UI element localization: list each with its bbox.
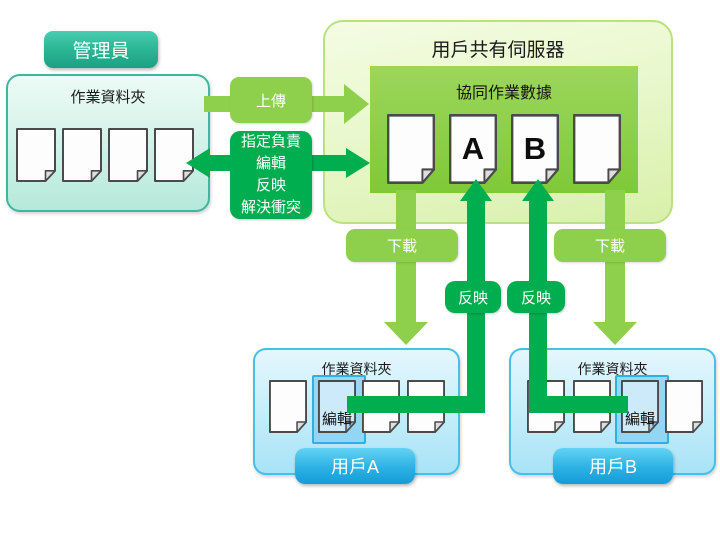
document-icon (387, 114, 435, 184)
document-icon (62, 128, 102, 182)
user-a-badge: 用戶A (295, 448, 415, 484)
assign-line-3: 反映 (255, 177, 286, 194)
doc-b-letter: B (523, 131, 547, 166)
assign-line-1: 指定負責 (240, 133, 301, 150)
admin-badge: 管理員 (44, 31, 158, 68)
download-label-right: 下載 (554, 229, 666, 262)
document-icon (108, 128, 148, 182)
download-arrow-right-head (593, 322, 637, 345)
user-b-badge: 用戶B (553, 448, 673, 484)
document-icon (16, 128, 56, 182)
assign-arrow-head-left (186, 148, 210, 178)
assign-line-4: 解決衝突 (240, 199, 301, 216)
admin-folder-box: 作業資料夾 (6, 74, 210, 212)
upload-arrow-head (344, 84, 369, 124)
edit-label-b: 編輯 (624, 410, 655, 428)
edit-label-a: 編輯 (321, 410, 352, 428)
server-title: 用戶共有伺服器 (431, 40, 565, 61)
doc-a-letter: A (461, 131, 485, 166)
user-b-folder-title: 作業資料夾 (577, 361, 648, 377)
admin-folder-title: 作業資料夾 (70, 89, 146, 106)
document-icon (573, 114, 621, 184)
download-arrow-left-head (384, 322, 428, 345)
assign-label: 指定負責 編輯 反映 解決衝突 (230, 131, 312, 219)
download-label-left: 下載 (346, 229, 458, 262)
reflect-arrow-a-head (460, 179, 492, 201)
assign-arrow-head-right (346, 148, 370, 178)
document-icon (665, 380, 703, 433)
reflect-label-a: 反映 (445, 281, 501, 313)
document-icon-editing (621, 380, 659, 433)
server-box: 用戶共有伺服器 協同作業數據 A B (323, 20, 673, 224)
document-icon-editing (318, 380, 356, 433)
user-a-folder-title: 作業資料夾 (321, 361, 392, 377)
admin-badge-label: 管理員 (72, 41, 130, 62)
reflect-arrow-b-horizontal (529, 396, 628, 413)
reflect-arrow-a-horizontal (347, 396, 485, 413)
document-icon (269, 380, 307, 433)
shared-data-box: 協同作業數據 A B (370, 66, 638, 193)
upload-label: 上傳 (230, 77, 312, 123)
reflect-label-b: 反映 (507, 281, 565, 313)
assign-line-2: 編輯 (255, 155, 286, 172)
shared-data-title: 協同作業數據 (455, 85, 552, 102)
document-icon-b (511, 114, 559, 184)
reflect-arrow-b-head (522, 179, 554, 201)
